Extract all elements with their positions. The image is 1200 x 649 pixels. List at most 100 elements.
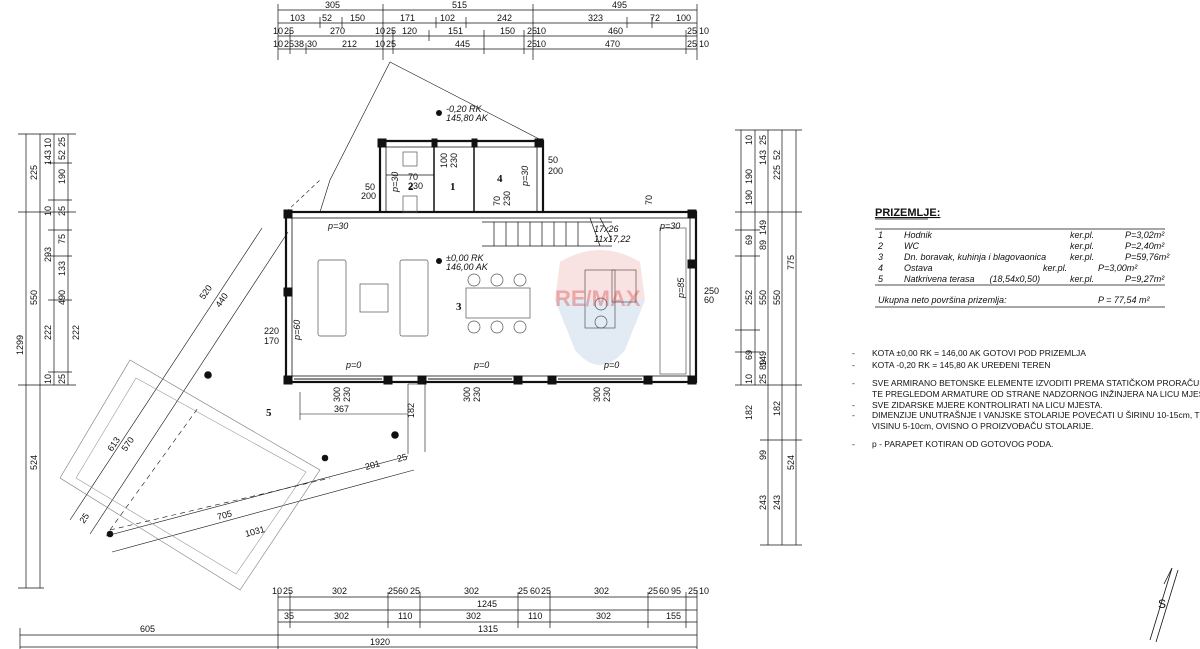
dim-right-10a: 10 [744,135,754,145]
window-230-a: 230 [449,153,459,168]
window-200-a: 200 [361,191,376,201]
level-zero-ak-label: 146,00 AK [446,262,489,272]
window-230-b: 230 [408,181,423,191]
legend-row-3-area: P=59,76m² [1125,252,1170,262]
dim-right-182: 182 [772,401,782,416]
dim-top-10h: 10 [699,39,709,49]
dim-top-30: 30 [307,39,317,49]
legend-row-5-no: 5 [878,274,884,284]
parapet-60: p=60 [292,320,302,341]
dim-top-120: 120 [402,26,417,36]
stair-label-2: 11x17,22 [594,234,630,244]
legend-row-4-name: Ostava [904,263,933,273]
dim-right-243a: 243 [772,495,782,510]
dim-top-10c: 10 [536,26,546,36]
note-5: SVE ZIDARSKE MJERE KONTROLIRATI NA LICU … [872,400,1103,410]
dim-top-103: 103 [290,13,305,23]
dim-bot-110b: 110 [528,611,542,621]
dim-top-10f: 10 [375,39,385,49]
dim-bot-302a: 302 [332,586,347,596]
legend-row-2-name: WC [904,241,919,251]
dim-right-190a: 190 [744,169,754,184]
svg-text:-: - [852,439,855,449]
dim-top-25c: 25 [527,26,537,36]
dim-left-222b: 222 [71,325,81,340]
parapet-30-c: p=30 [520,166,530,187]
legend-row-1-no: 1 [878,230,883,240]
note-2: KOTA -0,20 RK = 145,80 AK UREĐENI TEREN [872,360,1051,370]
dim-right-149b: 149 [758,351,768,366]
room-number-4: 4 [497,173,503,185]
dim-bot-25g: 25 [688,586,698,596]
note-3: SVE ARMIRANO BETONSKE ELEMENTE IZVODITI … [872,378,1200,388]
dim-bot-10a: 10 [272,586,282,596]
construction-notes: - KOTA ±0,00 RK = 146,00 AK GOTOVI POD P… [852,348,1200,449]
dim-right-149a: 149 [758,220,768,235]
parapet-0-a: p=0 [345,360,361,370]
dim-top-72: 72 [650,13,660,23]
note-1: KOTA ±0,00 RK = 146,00 AK GOTOVI POD PRI… [872,348,1086,358]
dim-1031: 1031 [244,524,266,539]
legend-row-3-name: Dn. boravak, kuhinja i blagovaonica [904,252,1046,262]
note-6: DIMENZIJE UNUTRAŠNJE I VANJSKE STOLARIJE… [872,410,1200,420]
left-dimension-texts: 1299 225 550 524 143 293 222 52 190 75 1… [15,137,81,470]
dim-bot-302f: 302 [596,611,611,621]
dim-right-550a: 550 [772,290,782,305]
dim-right-25a: 25 [758,135,768,145]
note-8: p - PARAPET KOTIRAN OD GOTOVOG PODA. [872,439,1053,449]
dim-201: 201 [364,458,381,472]
dim-left-225: 225 [29,165,39,180]
legend-row-2-no: 2 [877,241,883,251]
dim-left-52: 52 [57,150,67,160]
dim-367: 367 [334,404,349,414]
dim-left-190: 190 [57,169,67,184]
site-outline [59,61,544,591]
left-dimensions [18,133,76,589]
dim-top-445: 445 [455,39,470,49]
window-60: 60 [704,295,714,305]
dim-right-524: 524 [786,455,796,470]
parapet-30-d: p=30 [659,221,680,231]
dim-top-10b: 10 [375,26,385,36]
dim-top-242: 242 [497,13,512,23]
dim-613: 613 [105,435,122,453]
legend-row-1-area: P=3,02m² [1125,230,1165,240]
dim-top-10a: 10 [273,26,283,36]
door-230-a: 230 [342,387,352,402]
dim-left-133: 133 [57,261,67,276]
room-number-2: 2 [408,181,414,193]
dim-25-b: 25 [396,452,408,464]
window-170: 170 [264,336,279,346]
dim-top-150b: 150 [500,26,515,36]
dim-right-99: 99 [758,450,768,460]
dim-right-182b: 182 [744,405,754,420]
plan-labels: -0,20 RK 145,80 AK ±0,00 RK 146,00 AK 1 … [77,104,719,539]
dim-bot-605: 605 [140,624,155,634]
room-number-5: 5 [266,407,272,419]
remax-logo: RE/MAX [555,250,645,365]
dim-25-a: 25 [77,511,91,525]
parapet-0-c: p=0 [603,360,619,370]
dim-top-25f: 25 [386,39,396,49]
note-4: TE PREGLEDOM ARMATURE OD STRANE NADZORNO… [872,389,1200,399]
dim-left-10c: 10 [43,374,53,384]
dim-left-25c: 25 [57,374,67,384]
dim-top-52: 52 [322,13,332,23]
dim-left-75: 75 [57,234,67,244]
dim-left-490: 490 [57,290,67,305]
dim-left-1299: 1299 [15,335,25,355]
dim-top-150: 150 [350,13,365,23]
room-number-3: 3 [456,301,462,313]
dim-right-25b: 25 [758,374,768,384]
dim-top-100: 100 [676,13,691,23]
door-230-b: 230 [472,387,482,402]
legend-row-2-unit: ker.pl. [1070,241,1094,251]
legend-row-4-no: 4 [878,263,883,273]
parapet-30-b: p=30 [390,172,400,193]
dim-bot-60a: 60 [398,586,408,596]
svg-text:-: - [852,410,855,420]
dim-top-102: 102 [440,13,455,23]
dim-bot-302d: 302 [334,611,349,621]
legend-row-3-no: 3 [878,252,883,262]
